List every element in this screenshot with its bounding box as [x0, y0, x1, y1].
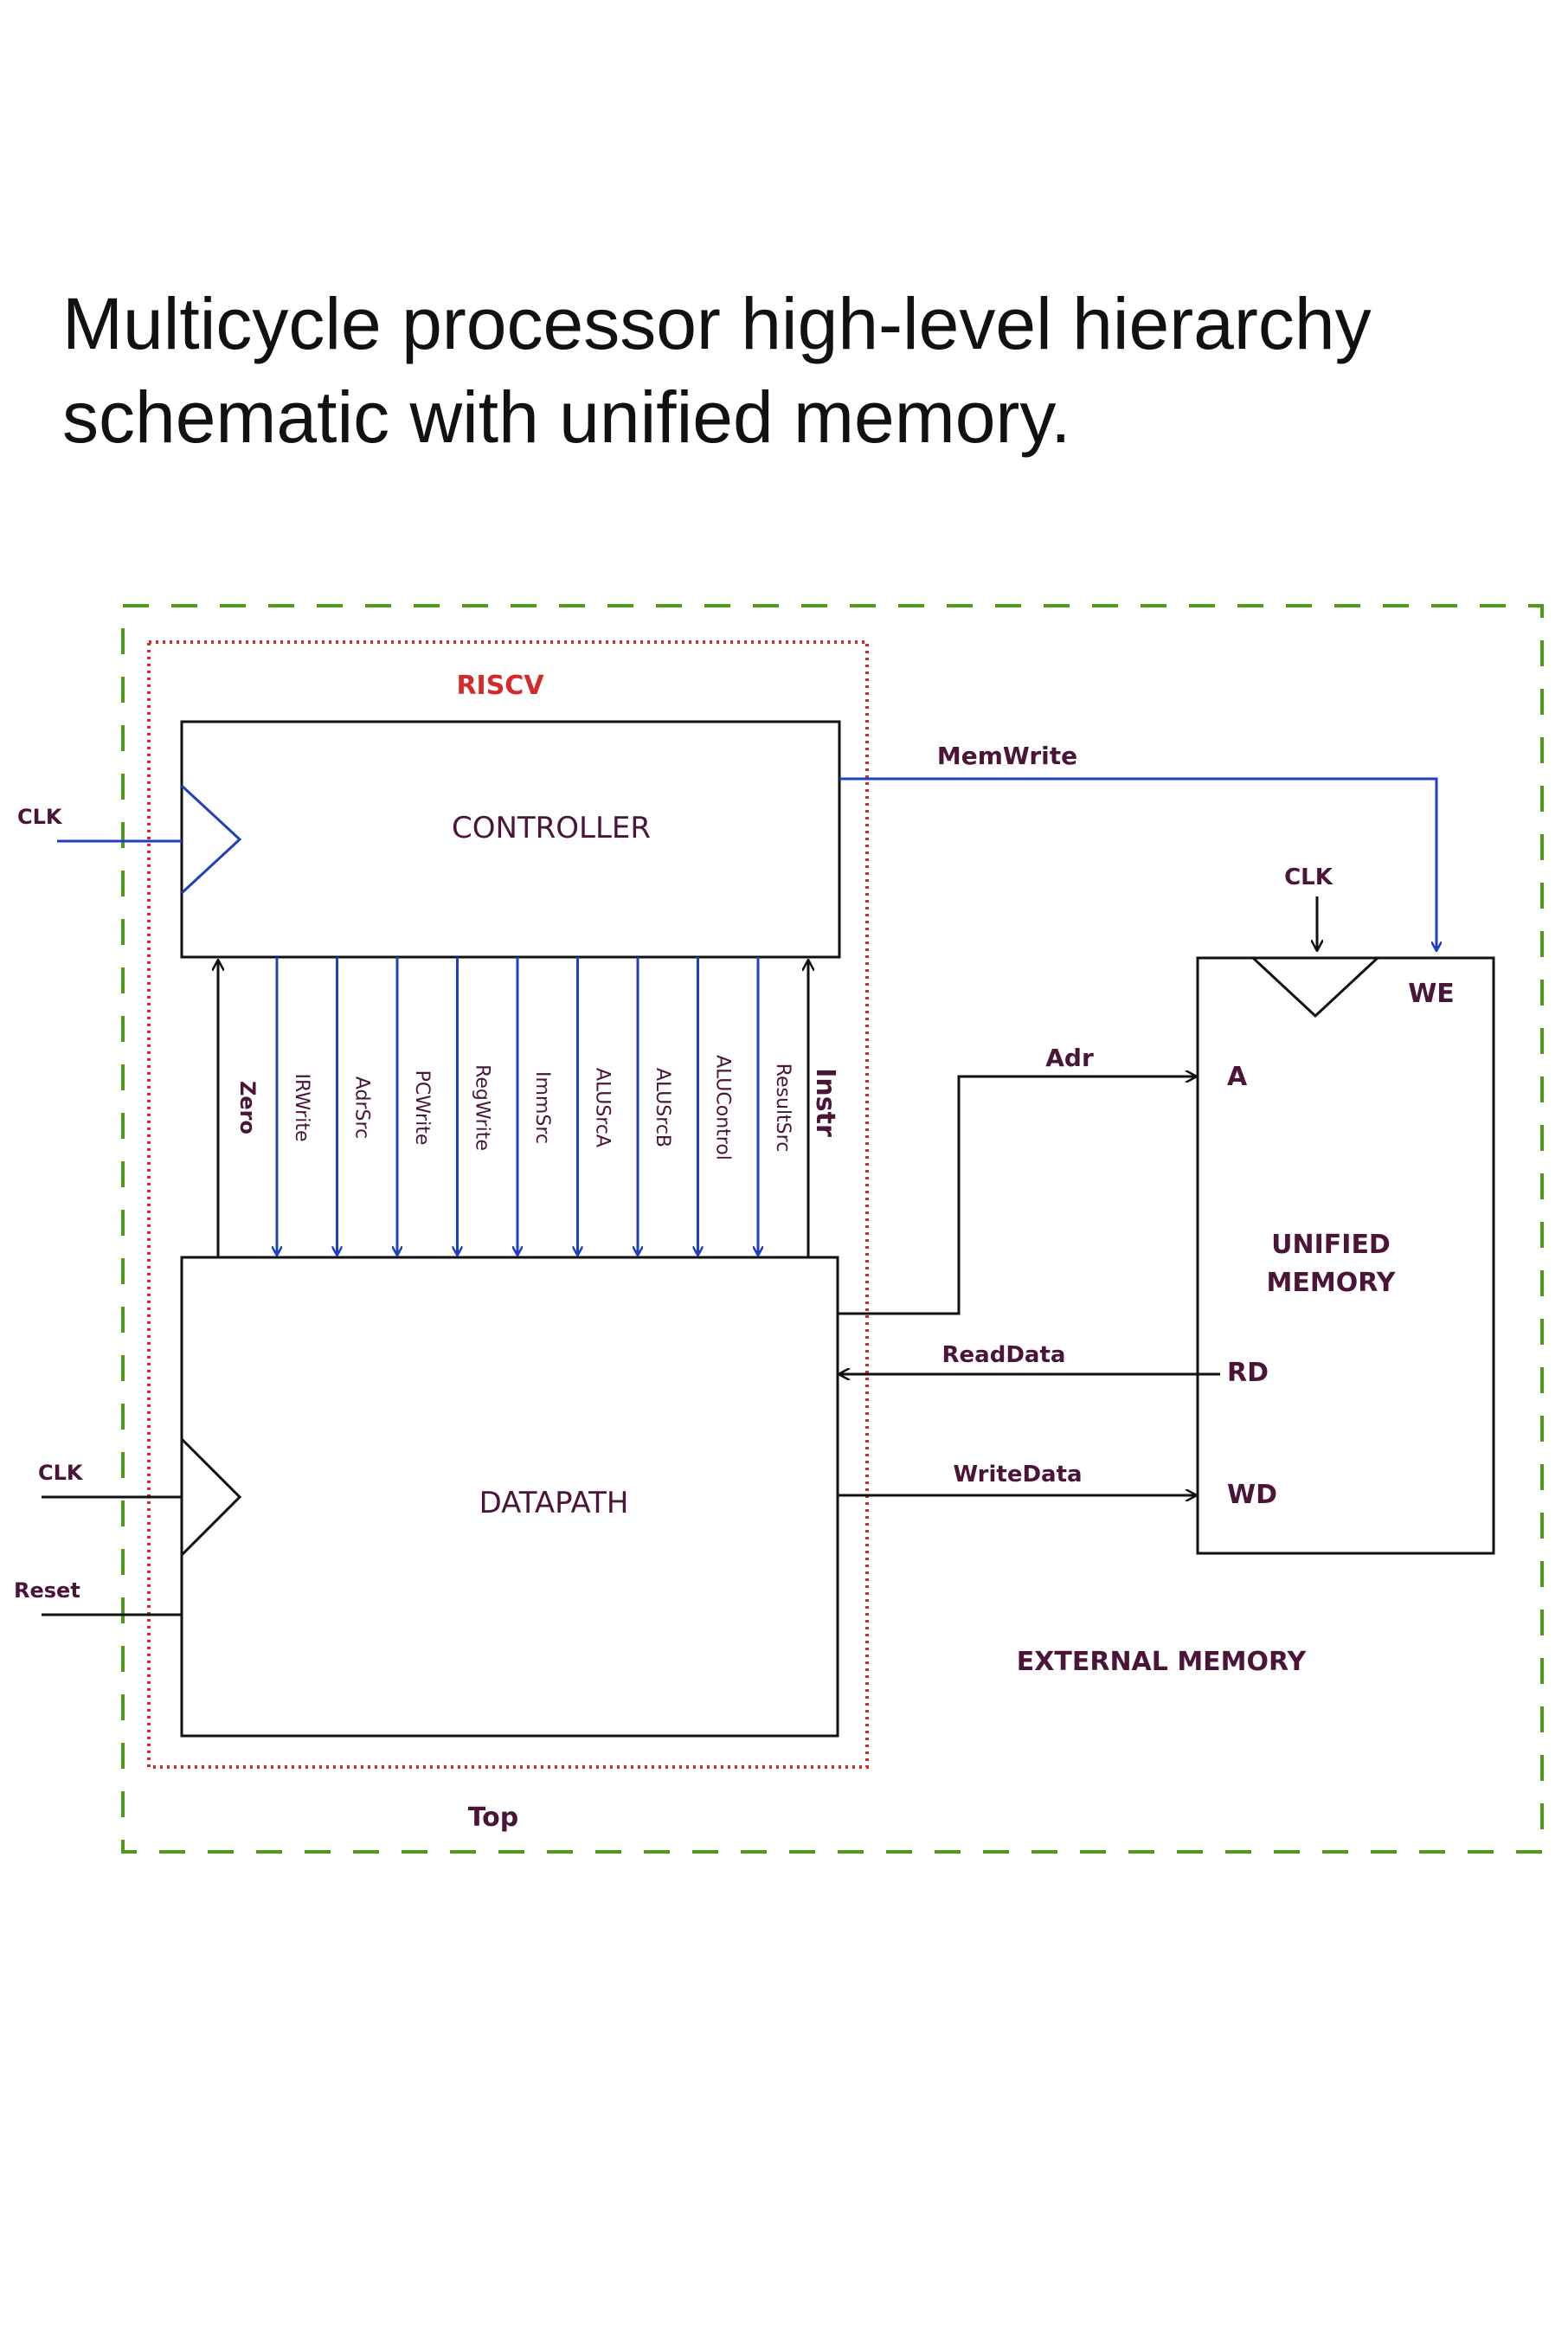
riscv-label: RISCV: [456, 671, 544, 701]
unified-memory-block: [1196, 956, 1495, 1555]
control-signal-label: ALUControl: [712, 1055, 734, 1160]
rd-port-label: RD: [1227, 1358, 1269, 1388]
unified-memory-title-line-1: UNIFIED: [1271, 1230, 1391, 1260]
writedata-label: WriteData: [953, 1462, 1082, 1488]
memory-clock-triangle: [1251, 956, 1379, 1019]
adr-wire: [838, 1076, 1196, 1315]
top-label: Top: [468, 1803, 519, 1833]
controller-clk-label: CLK: [17, 805, 63, 829]
control-signal-label: ResultSrc: [772, 1064, 794, 1153]
instr-label: Instr: [810, 1068, 840, 1137]
wd-port-label: WD: [1227, 1480, 1277, 1510]
adr-label: Adr: [1045, 1044, 1094, 1072]
riscv-module-boundary: [147, 640, 869, 1769]
control-signal-label: PCWrite: [411, 1070, 433, 1146]
control-signal-bus: IRWrite AdrSrc PCWrite RegWrite ImmSrc ALUSrc…: [277, 957, 794, 1255]
controller-clock-triangle: [180, 784, 242, 895]
control-signal-label: RegWrite: [472, 1064, 493, 1151]
external-memory-label: EXTERNAL MEMORY: [1017, 1647, 1308, 1677]
control-signal-label: ImmSrc: [531, 1071, 553, 1144]
controller-title: CONTROLLER: [452, 811, 651, 845]
control-signal-label: IRWrite: [291, 1074, 312, 1142]
datapath-block: [180, 1256, 839, 1738]
control-signal-label: AdrSrc: [351, 1076, 373, 1139]
top-module-boundary: [121, 604, 1544, 1854]
unified-memory-title-line-2: MEMORY: [1267, 1268, 1397, 1298]
memwrite-label: MemWrite: [937, 742, 1077, 770]
controller-block: [180, 720, 841, 959]
datapath-clk-label: CLK: [38, 1461, 84, 1485]
memory-clk-label: CLK: [1284, 864, 1333, 890]
figure-caption: Multicycle processor high-level hierarch…: [62, 277, 1533, 464]
datapath-title: DATAPATH: [479, 1486, 629, 1520]
control-signal-label: ALUSrcB: [652, 1068, 673, 1147]
memwrite-wire: [839, 777, 1436, 950]
zero-label: Zero: [235, 1081, 260, 1134]
control-signal-label: ALUSrcA: [592, 1068, 614, 1147]
a-port-label: A: [1227, 1062, 1248, 1092]
we-port-label: WE: [1408, 979, 1455, 1009]
caption-line-2: schematic with unified memory.: [62, 376, 1071, 458]
readdata-label: ReadData: [942, 1342, 1066, 1368]
reset-label: Reset: [14, 1578, 80, 1603]
datapath-clock-triangle: [180, 1437, 242, 1557]
caption-line-1: Multicycle processor high-level hierarch…: [62, 283, 1372, 364]
